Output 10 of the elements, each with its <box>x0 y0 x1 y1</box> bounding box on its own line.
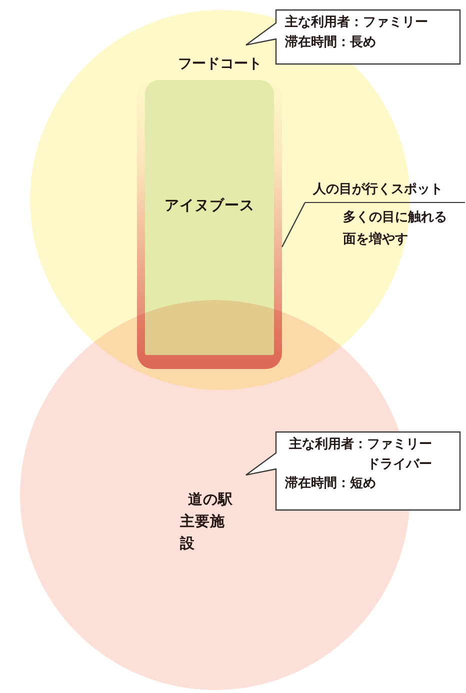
note-text: 人の目が行くスポット <box>305 180 465 202</box>
area-label: フードコート <box>177 55 263 74</box>
leader-line <box>281 202 306 248</box>
booth-label: アイヌブース <box>164 196 256 216</box>
callout-text: 滞在時間：長め <box>285 34 377 52</box>
area-label: 道の駅主要施設 <box>180 491 234 554</box>
callout-text: 主な利用者：ファミリードライバー <box>288 436 432 474</box>
callout-text: 主な利用者：ファミリー <box>285 14 429 32</box>
note-text: 多くの目に触れる面を増やす <box>343 208 448 250</box>
callout-text: 滞在時間：短め <box>285 475 377 493</box>
